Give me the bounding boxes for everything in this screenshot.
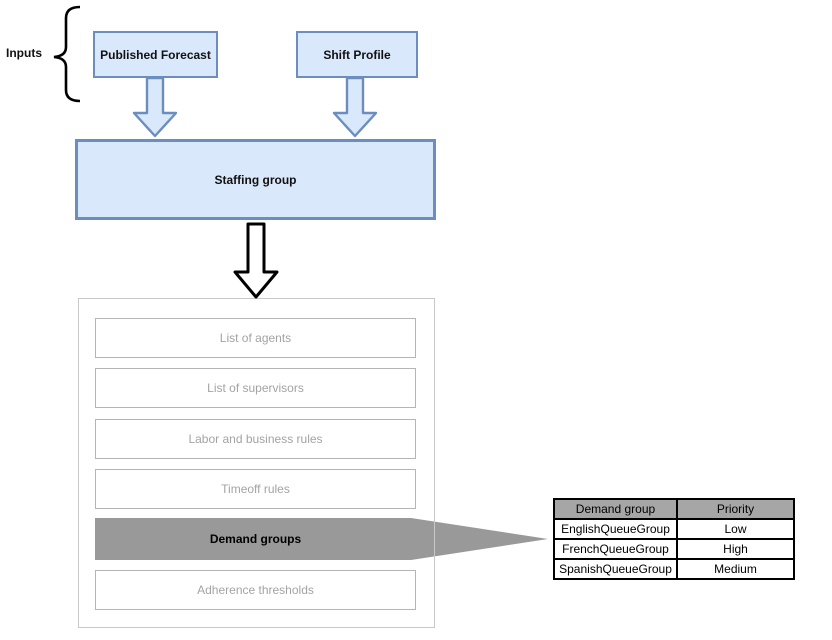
list-item-label: List of agents <box>219 331 292 345</box>
demand-group-table: Demand group Priority EnglishQueueGroup … <box>553 498 795 580</box>
staffing-group-label: Staffing group <box>214 172 297 187</box>
list-item-timeoff-rules: Timeoff rules <box>95 469 416 509</box>
table-header-demand-group: Demand group <box>553 498 678 520</box>
table-row: FrenchQueueGroup High <box>553 538 795 560</box>
table-cell-group: FrenchQueueGroup <box>553 538 678 560</box>
shift-profile-box: Shift Profile <box>296 31 418 78</box>
inputs-label: Inputs <box>6 46 42 60</box>
shift-profile-label: Shift Profile <box>323 47 391 62</box>
staffing-group-box: Staffing group <box>75 139 436 220</box>
list-item-supervisors: List of supervisors <box>95 368 416 408</box>
list-item-adherence-thresholds: Adherence thresholds <box>95 570 416 610</box>
published-forecast-label: Published Forecast <box>100 47 211 62</box>
table-row: SpanishQueueGroup Medium <box>553 558 795 580</box>
table-cell-priority: High <box>676 538 795 560</box>
list-item-label: Labor and business rules <box>188 432 323 446</box>
down-arrow-icon <box>332 76 378 138</box>
curly-brace-icon <box>53 5 81 103</box>
list-item-demand-groups: Demand groups <box>95 517 416 561</box>
table-header-row: Demand group Priority <box>553 498 795 520</box>
list-item-agents: List of agents <box>95 318 416 358</box>
list-item-labor-rules: Labor and business rules <box>95 419 416 459</box>
table-cell-priority: Medium <box>676 558 795 580</box>
published-forecast-box: Published Forecast <box>93 31 218 78</box>
table-header-priority: Priority <box>676 498 795 520</box>
staffing-config-container <box>78 298 435 628</box>
list-item-label: Timeoff rules <box>221 482 290 496</box>
down-arrow-icon <box>233 222 279 299</box>
table-cell-group: EnglishQueueGroup <box>553 518 678 540</box>
table-cell-group: SpanishQueueGroup <box>553 558 678 580</box>
demand-groups-label: Demand groups <box>209 532 302 546</box>
table-cell-priority: Low <box>676 518 795 540</box>
list-item-label: Adherence thresholds <box>197 583 314 597</box>
down-arrow-icon <box>132 76 178 138</box>
table-row: EnglishQueueGroup Low <box>553 518 795 540</box>
list-item-label: List of supervisors <box>207 381 304 395</box>
